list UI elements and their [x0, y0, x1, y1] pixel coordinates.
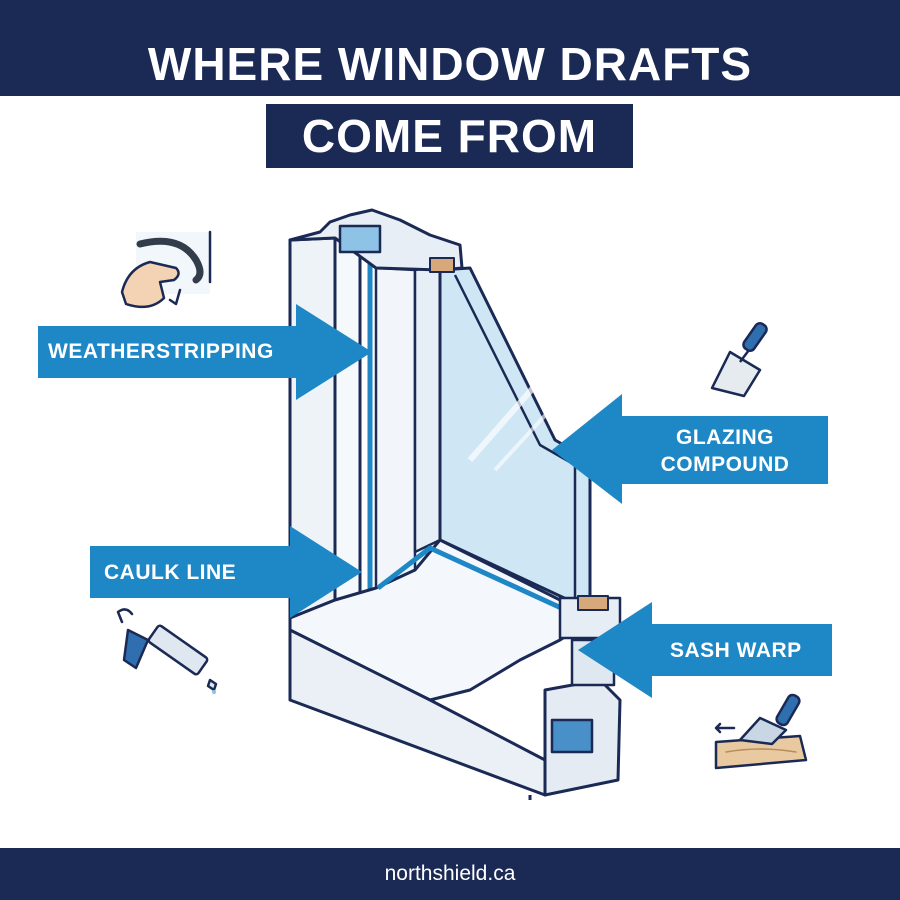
page-title-line2: COME FROM: [301, 110, 598, 162]
footer-website: northshield.ca: [384, 862, 516, 885]
caulk-gun-icon: [116, 608, 218, 694]
page-title-line1: WHERE WINDOW DRAFTS: [147, 38, 753, 90]
title-banner: WHERE WINDOW DRAFTS: [0, 0, 900, 96]
sash-warp-label: SASH WARP: [670, 639, 802, 662]
weatherstripping-label: WEATHERSTRIPPING: [48, 340, 274, 363]
window-frame-profile: [288, 208, 622, 800]
glazing-compound-label-line2: COMPOUND: [660, 453, 790, 476]
putty-knife-icon: [710, 321, 768, 398]
weatherstripping-arrow: [38, 304, 372, 400]
footer-banner: northshield.ca: [0, 848, 900, 900]
caulk-line-label: CAULK LINE: [104, 561, 237, 584]
title-subbanner: COME FROM: [266, 104, 633, 168]
hand-applying-weatherstrip-icon: [120, 230, 212, 309]
caulk-line-arrow: [90, 526, 362, 618]
glazing-compound-label-line1: GLAZING: [676, 426, 774, 449]
sash-warp-arrow: [578, 602, 832, 698]
wood-plane-icon: [714, 693, 808, 770]
glazing-compound-arrow: [552, 394, 828, 504]
